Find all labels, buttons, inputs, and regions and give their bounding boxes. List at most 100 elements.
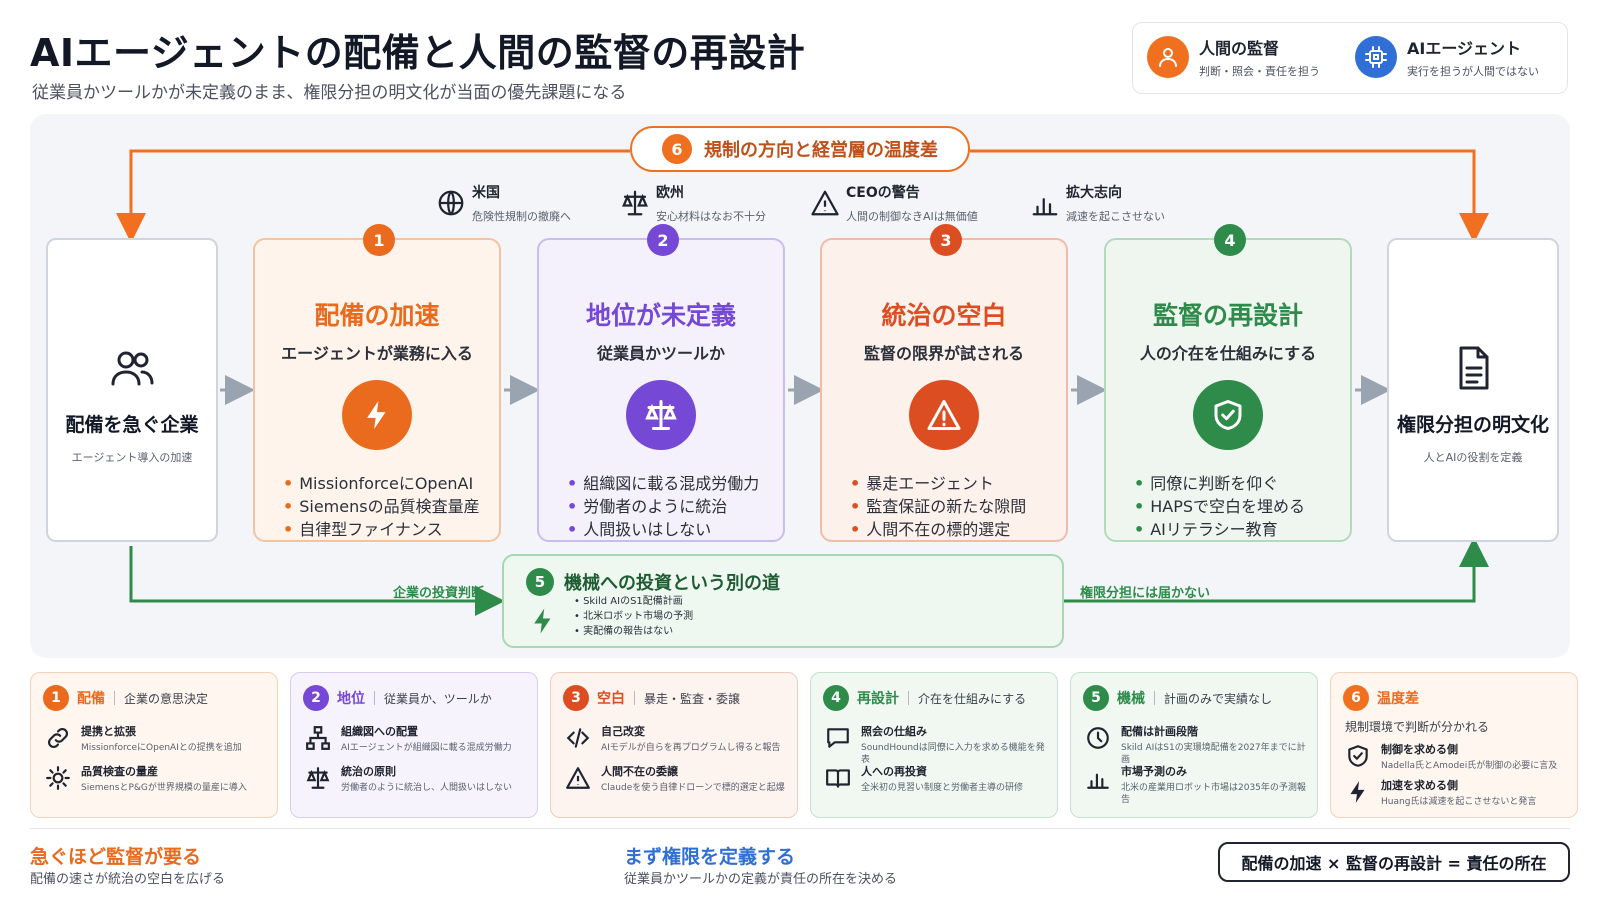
card-tag: 計画のみで実績なし xyxy=(1164,691,1273,706)
warning-icon xyxy=(909,380,979,450)
card-name: 地位 xyxy=(337,691,365,707)
stage-subtitle: 監督の限界が試される xyxy=(863,344,1024,363)
stage-bullets: •暴走エージェント •監査保証の新たな隙間 •人間不在の標的選定 xyxy=(850,472,1066,541)
legend-human-desc: 判断・照会・責任を担う xyxy=(1199,65,1320,78)
stage-bullets: •MissionforceにOpenAI •Siemensの品質検査量産 •自律… xyxy=(283,472,499,541)
regulation-number: 6 xyxy=(662,134,692,164)
card-number: 6 xyxy=(1343,685,1369,711)
list-item: •自律型ファイナンス xyxy=(283,520,443,539)
footer-formula: 配備の加速 × 監督の再設計 = 責任の所在 xyxy=(1218,842,1570,882)
regulation-item-us: 米国危険性規制の撤廃へ xyxy=(436,182,571,224)
list-item: •Siemensの品質検査量産 xyxy=(283,497,480,516)
list-item: •労働者のように統治 xyxy=(567,497,728,516)
warning-icon xyxy=(811,190,839,216)
end-node: 権限分担の明文化 人とAIの役割を定義 xyxy=(1387,238,1559,542)
card-row: 市場予測のみ北米の産業用ロボット市場は2035年の予測報告 xyxy=(1085,763,1309,806)
card-row: 統治の原則労働者のように統治し、人間扱いはしない xyxy=(305,763,529,794)
page-title: AIエージェントの配備と人間の監督の再設計 xyxy=(30,31,806,75)
list-item: •HAPSで空白を埋める xyxy=(1134,497,1306,516)
org-chart-icon xyxy=(306,726,330,750)
machine-title: 機械への投資という別の道 xyxy=(564,573,780,594)
legend-agent-title: AIエージェント xyxy=(1407,39,1522,58)
stage-title: 監督の再設計 xyxy=(1152,301,1303,330)
scales-icon xyxy=(626,380,696,450)
link-icon xyxy=(48,728,68,748)
regulation-arrow-right xyxy=(970,149,1489,243)
bar-chart-icon xyxy=(1032,198,1058,216)
regulation-item-title: 拡大志向 xyxy=(1066,185,1122,201)
card-number: 2 xyxy=(303,685,329,711)
stage-bullets: •同僚に判断を仰ぐ •HAPSで空白を埋める •AIリテラシー教育 xyxy=(1134,472,1350,541)
book-icon xyxy=(826,769,850,788)
regulation-arrow-left xyxy=(116,149,630,243)
lightning-icon xyxy=(1350,781,1365,803)
warning-icon xyxy=(566,767,590,789)
lightning-icon xyxy=(342,380,412,450)
stage-number: 1 xyxy=(363,224,395,256)
shield-icon xyxy=(1193,380,1263,450)
start-node: 配備を急ぐ企業 エージェント導入の加速 xyxy=(46,238,218,542)
list-item: • Skild AIのS1配備計画 xyxy=(574,596,683,607)
stage-redesign: 4 監督の再設計 人の介在を仕組みにする •同僚に判断を仰ぐ •HAPSで空白を… xyxy=(1104,224,1352,542)
person-icon xyxy=(1147,36,1189,78)
stage-deployment: 1 配備の加速 エージェントが業務に入る •MissionforceにOpenA… xyxy=(253,224,501,542)
people-icon xyxy=(111,351,154,386)
list-item: •監査保証の新たな隙間 xyxy=(850,497,1027,516)
footer-left-desc: 配備の速さが統治の空白を広げる xyxy=(30,872,226,887)
card-name: 温度差 xyxy=(1377,691,1419,707)
start-desc: エージェント導入の加速 xyxy=(71,451,193,464)
legend: 人間の監督 判断・照会・責任を担う AIエージェント 実行を担うが人間ではない xyxy=(1132,22,1568,94)
legend-human: 人間の監督 判断・照会・責任を担う xyxy=(1147,35,1320,79)
regulation-label: 規制の方向と経営層の温度差 xyxy=(704,140,938,161)
lightning-icon xyxy=(534,608,551,634)
legend-agent-desc: 実行を担うが人間ではない xyxy=(1407,65,1539,78)
list-item: • 実配備の報告はない xyxy=(574,626,674,637)
machine-left-label: 企業の投資判断 xyxy=(393,586,485,601)
clock-icon xyxy=(1087,727,1109,749)
stage-governance-gap: 3 統治の空白 監督の限界が試される •暴走エージェント •監査保証の新たな隙間… xyxy=(820,224,1068,542)
chip-icon xyxy=(1355,36,1397,78)
card-number: 1 xyxy=(43,685,69,711)
machine-investment-box: 5 機械への投資という別の道 • Skild AIのS1配備計画 • 北米ロボッ… xyxy=(502,554,1064,648)
card-number: 4 xyxy=(823,685,849,711)
machine-arrow-out xyxy=(1064,537,1489,603)
stage-number: 3 xyxy=(930,224,962,256)
regulation-item-ceo: CEOの警告人間の制御なきAIは無価値 xyxy=(810,182,978,224)
footer-divider xyxy=(30,828,1570,829)
stage-subtitle: エージェントが業務に入る xyxy=(281,344,473,363)
card-tag: 介在を仕組みにする xyxy=(918,691,1027,706)
card-name: 配備 xyxy=(77,691,105,707)
document-icon xyxy=(1459,346,1489,390)
card-number: 3 xyxy=(563,685,589,711)
regulation-item-desc: 危険性規制の撤廃へ xyxy=(472,210,571,223)
legend-agent: AIエージェント 実行を担うが人間ではない xyxy=(1355,35,1539,79)
gear-icon xyxy=(46,766,70,790)
stage-title: 地位が未定義 xyxy=(585,301,736,330)
card-name: 再設計 xyxy=(857,691,899,707)
regulation-pill: 6 規制の方向と経営層の温度差 xyxy=(630,126,970,172)
card-tag: 企業の意思決定 xyxy=(124,691,209,706)
list-item: •同僚に判断を仰ぐ xyxy=(1134,474,1279,493)
card-tag: 従業員か、ツールか xyxy=(384,691,492,706)
scales-icon xyxy=(622,190,648,216)
regulation-item-eu: 欧州安心材料はなお不十分 xyxy=(620,182,766,224)
machine-right-label: 権限分担には届かない xyxy=(1080,586,1211,601)
chat-icon xyxy=(827,728,849,748)
card-name: 空白 xyxy=(597,691,625,707)
stage-title: 統治の空白 xyxy=(881,301,1007,330)
stage-subtitle: 従業員かツールか xyxy=(596,344,725,363)
card-name: 機械 xyxy=(1117,691,1145,707)
regulation-item-title: CEOの警告 xyxy=(846,185,920,201)
